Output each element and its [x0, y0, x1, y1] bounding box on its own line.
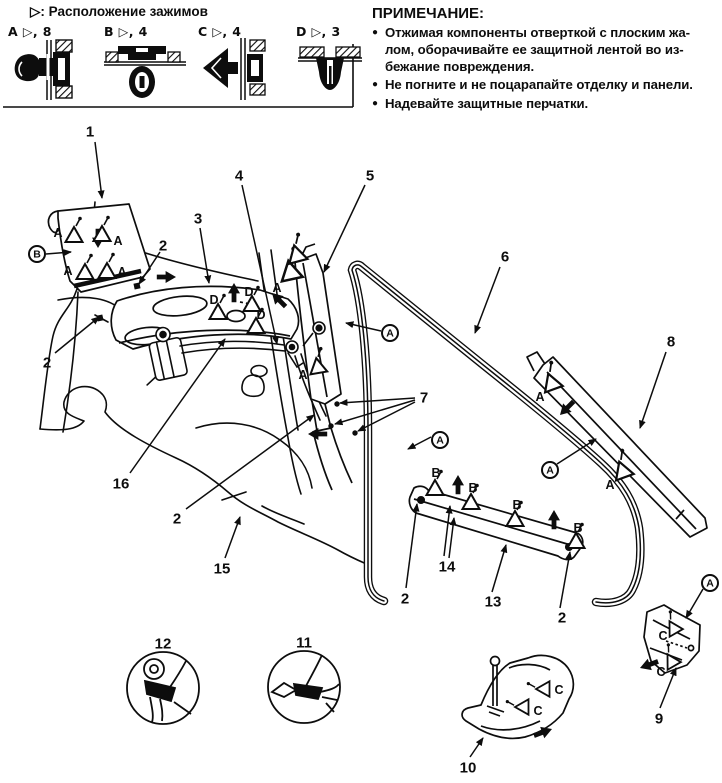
clip-label-c: C ▷, 4 — [198, 24, 242, 39]
clip-letter-A-1: A — [113, 234, 122, 248]
callout-2-2: 2 — [43, 355, 51, 372]
note-bullet-3: ● Надевайте защитные перчатки. — [372, 95, 720, 112]
clip-letter-A-10: A — [535, 390, 544, 404]
callout-10-13: 10 — [460, 760, 477, 777]
bullet-icon: ● — [372, 97, 378, 109]
callout-12-15: 12 — [155, 636, 172, 653]
note-bullet-2: ● Не погните и не поцарапайте отделку и … — [372, 76, 720, 93]
callout-4-7: 4 — [235, 168, 244, 185]
clip-icon-a — [14, 39, 73, 100]
callout-9-12: 9 — [655, 711, 663, 728]
detail-circle-12 — [126, 651, 200, 725]
detail-circle-11 — [267, 650, 341, 724]
clip-letter-B-12: B — [431, 466, 440, 480]
clip-letter-D-6: D — [256, 308, 265, 322]
clip-letter-C-18: C — [554, 683, 563, 697]
clip-label-a: A ▷, 8 — [8, 24, 52, 39]
note-block: ПРИМЕЧАНИЕ: ● Отжимая компоненты отвертк… — [372, 5, 720, 112]
clip-letter-D-5: D — [244, 285, 253, 299]
note-title: ПРИМЕЧАНИЕ: — [372, 5, 485, 22]
clip-letter-A-0: A — [53, 226, 62, 240]
callout-2-5: 2 — [558, 610, 566, 627]
leader-lines — [45, 141, 704, 758]
note-bullet-1: ● Отжимая компоненты отверткой с плоским… — [372, 24, 720, 75]
anchor-bolt — [302, 321, 326, 347]
fastener-clips — [96, 282, 358, 436]
clip-letter-A-2: A — [63, 264, 72, 278]
clip-letter-A-11: A — [605, 478, 614, 492]
clip-letter-A-7: A — [272, 281, 281, 295]
clip-letter-B-14: B — [512, 498, 521, 512]
callout-16-19: 16 — [113, 476, 130, 493]
circled-letter-A-3: A — [546, 465, 554, 477]
clip-letter-B-13: B — [468, 481, 477, 495]
circled-letter-A-1: A — [386, 328, 394, 340]
circled-letter-ring-A-3 — [541, 461, 559, 479]
clip-letter-A-3: A — [117, 265, 126, 279]
clip-letter-C-19: C — [533, 704, 542, 718]
circled-letter-A-4: A — [706, 578, 714, 590]
note-bullet-2-text: Не погните и не поцарапайте отделку и па… — [384, 77, 693, 93]
clip-label-d: D ▷, 3 — [296, 24, 341, 39]
clip-letter-B-15: B — [573, 521, 582, 535]
callout-13-16: 13 — [485, 594, 502, 611]
clip-letter-D-4: D — [209, 293, 218, 307]
clip-letter-C-16: C — [658, 629, 667, 643]
callout-1-0: 1 — [86, 124, 94, 141]
clip-marker-x-8 — [281, 230, 309, 265]
circled-letter-A-2: A — [436, 435, 444, 447]
clip-legend-title-text: ▷: Расположение зажимов — [30, 4, 208, 19]
callout-6-9: 6 — [501, 249, 509, 266]
bracket-trim-9 — [643, 604, 701, 674]
circled-letter-ring-A-4 — [701, 574, 719, 592]
note-bullet-3-text: Надевайте защитные перчатки. — [384, 95, 589, 111]
circled-letter-ring-B-0 — [28, 245, 46, 263]
note-bullet-1-text: Отжимая компоненты отверткой с плоским ж… — [384, 25, 690, 75]
callout-14-17: 14 — [439, 559, 456, 576]
clip-letter-A-9: A — [298, 368, 307, 382]
a-pillar-trim — [526, 351, 708, 538]
clip-label-b: B ▷, 4 — [104, 24, 148, 39]
weatherstrip — [347, 260, 645, 608]
callout-2-1: 2 — [159, 238, 167, 255]
clip-icon-b — [104, 46, 186, 98]
circled-letter-B-0: B — [33, 249, 41, 261]
bullet-icon: ● — [372, 79, 378, 91]
door-sill-trim — [408, 485, 584, 561]
callout-5-8: 5 — [366, 168, 374, 185]
circled-letter-ring-A-2 — [431, 431, 449, 449]
kick-panel-trim — [461, 654, 575, 740]
callout-2-3: 2 — [173, 511, 181, 528]
bullet-icon: ● — [372, 27, 378, 38]
clip-legend-title: ▷: Расположение зажимов — [30, 4, 208, 20]
seatbelt-retractor — [146, 326, 327, 421]
callout-11-14: 11 — [296, 635, 312, 652]
callout-15-18: 15 — [214, 561, 231, 578]
clip-icon-d — [298, 46, 362, 90]
clip-icon-c — [203, 38, 266, 100]
callout-3-6: 3 — [194, 211, 202, 228]
callout-7-10: 7 — [420, 390, 428, 407]
circled-letter-ring-A-1 — [381, 324, 399, 342]
callout-2-4: 2 — [401, 591, 409, 608]
callout-8-11: 8 — [667, 334, 675, 351]
clip-letter-C-17: C — [656, 665, 665, 679]
